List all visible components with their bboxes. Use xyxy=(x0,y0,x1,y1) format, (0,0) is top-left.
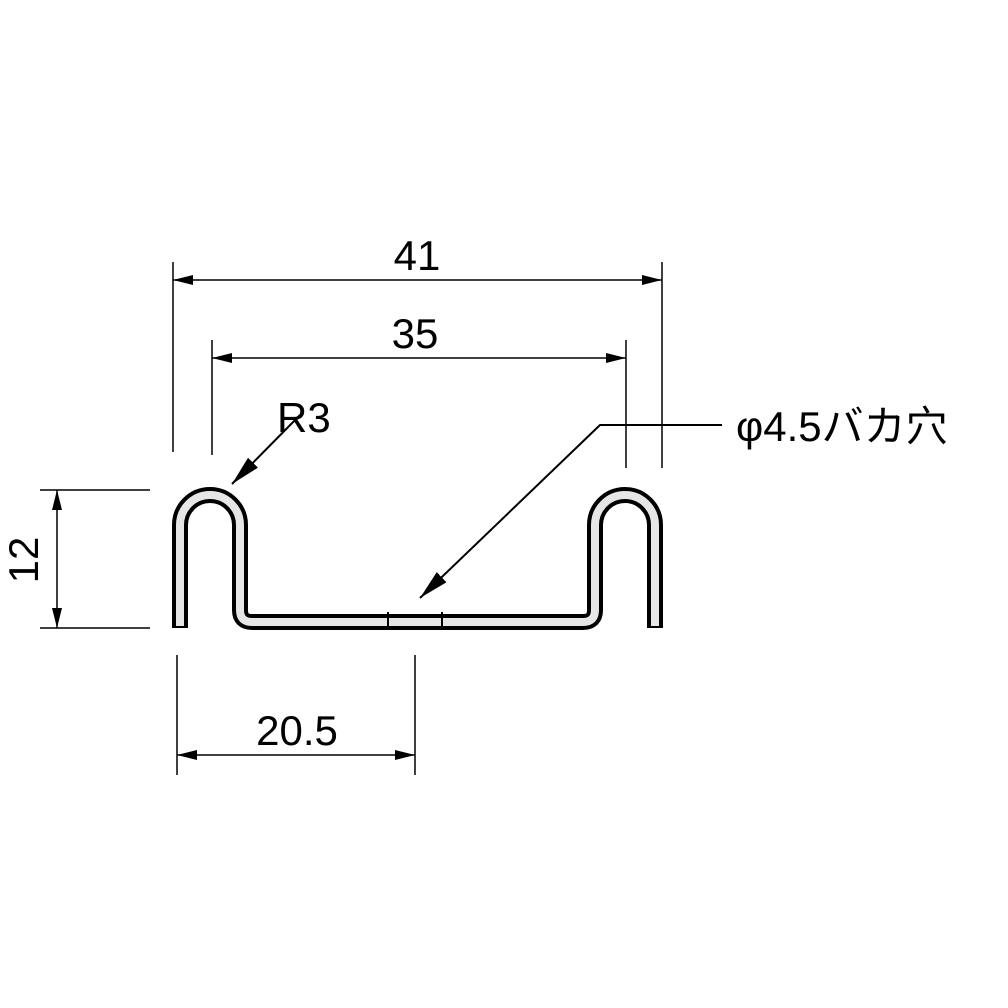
hole-offset-label: 20.5 xyxy=(256,707,338,754)
radius-leader xyxy=(231,414,301,485)
dimension-height xyxy=(40,489,150,629)
hole-leader xyxy=(419,424,722,599)
radius-label: R3 xyxy=(277,394,331,441)
inner-width-label: 35 xyxy=(392,310,439,357)
dimension-inner-width xyxy=(211,340,627,468)
dimension-overall-width xyxy=(172,262,663,468)
height-label: 12 xyxy=(0,537,47,584)
hole-note-label: φ4.5バカ穴 xyxy=(736,403,948,450)
dimension-hole-offset xyxy=(176,655,416,775)
channel-profile xyxy=(172,487,663,630)
overall-width-label: 41 xyxy=(394,232,441,279)
